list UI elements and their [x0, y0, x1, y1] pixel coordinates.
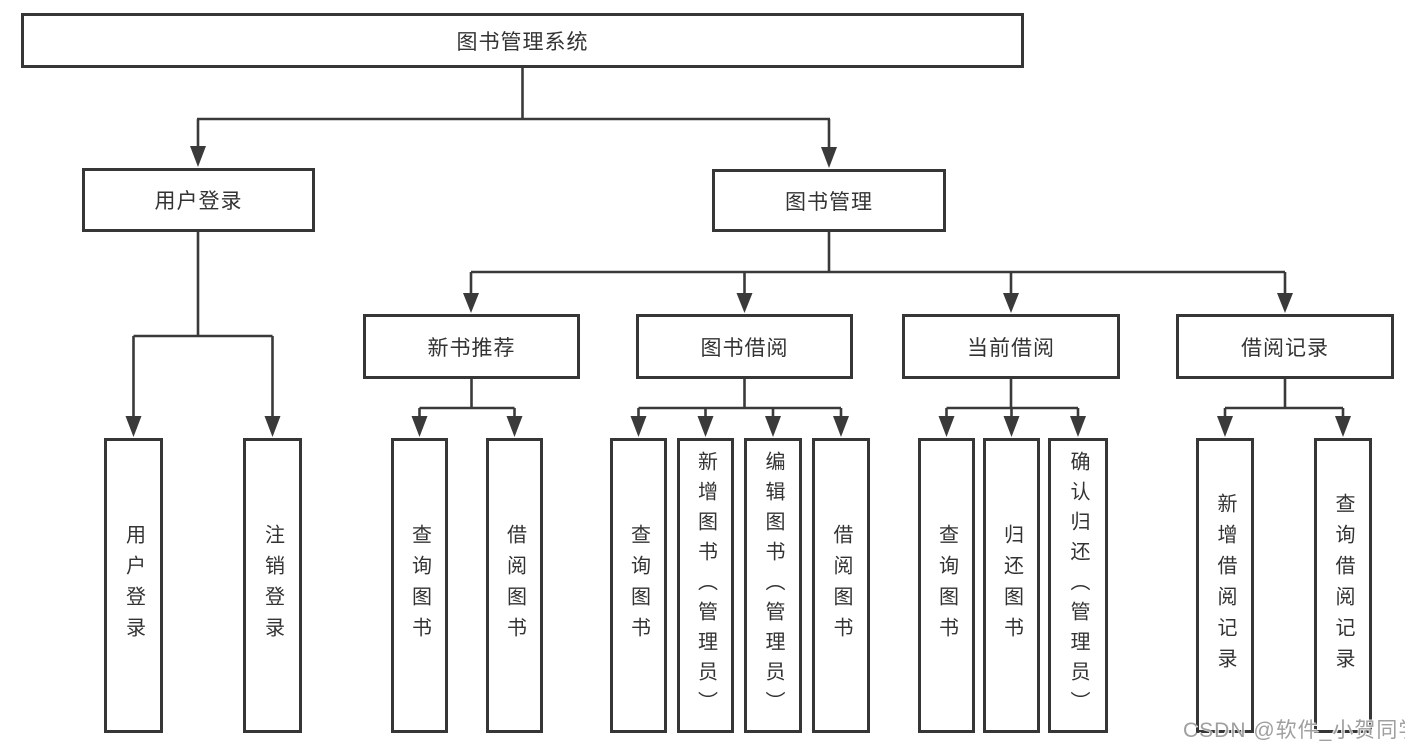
leaf-query-books-recommend: 查询图书: [391, 438, 448, 733]
connector-mgmt-to-level3: [463, 232, 1293, 313]
node-user-login: 用户登录: [82, 168, 315, 232]
node-new-book-recommend: 新书推荐: [363, 314, 580, 379]
leaf-label: 借阅图书: [503, 523, 526, 648]
leaf-logout-login: 注销登录: [243, 438, 302, 733]
leaf-query-books-borrow: 查询图书: [610, 438, 667, 733]
leaf-add-books-admin: 新增图书（管理员）: [677, 438, 734, 733]
leaf-label: 编辑图书（管理员）: [762, 450, 784, 721]
node-library-system: 图书管理系统: [21, 13, 1024, 68]
connector-borrow-children: [630, 379, 849, 437]
leaf-label: 用户登录: [122, 523, 145, 648]
leaf-label: 新增图书（管理员）: [694, 450, 717, 721]
connector-current-children: [938, 379, 1086, 437]
leaf-return-books: 归还图书: [983, 438, 1040, 733]
leaf-confirm-return-admin: 确认归还（管理员）: [1048, 438, 1108, 733]
leaf-label: 新增借阅记录: [1214, 492, 1236, 679]
node-current-borrow: 当前借阅: [902, 314, 1120, 379]
leaf-label: 归还图书: [1000, 523, 1023, 648]
connector-recommend-children: [411, 379, 523, 437]
leaf-label: 查询图书: [935, 523, 958, 648]
leaf-borrow-books-recommend: 借阅图书: [486, 438, 543, 733]
leaf-query-books-current: 查询图书: [918, 438, 975, 733]
leaf-label: 确认归还（管理员）: [1067, 450, 1089, 721]
node-borrow-records: 借阅记录: [1176, 314, 1394, 379]
leaf-label: 注销登录: [261, 523, 284, 648]
leaf-add-borrow-record: 新增借阅记录: [1196, 438, 1254, 733]
leaf-label: 借阅图书: [830, 523, 852, 648]
leaf-label: 查询图书: [408, 523, 431, 648]
leaf-query-borrow-record: 查询借阅记录: [1314, 438, 1372, 733]
leaf-borrow-books: 借阅图书: [812, 438, 870, 733]
csdn-watermark: CSDN @软件_小贺同学: [1183, 719, 1405, 742]
leaf-label: 查询图书: [627, 523, 650, 648]
connector-root-to-level2: [190, 68, 837, 168]
leaf-edit-books-admin: 编辑图书（管理员）: [744, 438, 802, 733]
leaf-label: 查询借阅记录: [1332, 492, 1354, 679]
connector-login-children: [125, 232, 281, 437]
node-book-management: 图书管理: [712, 169, 946, 232]
node-book-borrow: 图书借阅: [636, 314, 853, 379]
leaf-user-login: 用户登录: [104, 438, 163, 733]
connector-records-children: [1217, 379, 1351, 437]
